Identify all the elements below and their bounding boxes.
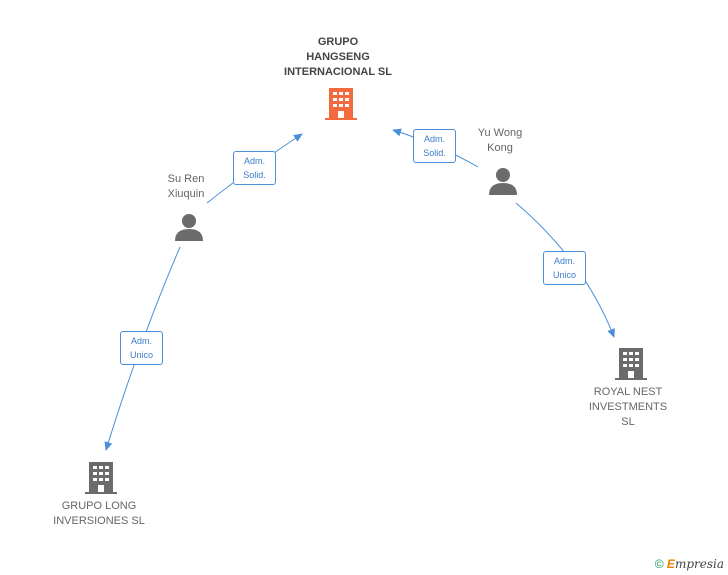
main-company-label[interactable]: GRUPO HANGSENG INTERNACIONAL SL <box>284 36 392 78</box>
edge-badge-yu-wong-main[interactable]: Adm. Solid. <box>413 129 456 163</box>
person-su-ren-label[interactable]: Su Ren Xiuquin <box>167 173 205 200</box>
edge-badge-su-ren-main[interactable]: Adm. Solid. <box>233 151 276 185</box>
copyright-icon: © <box>654 557 664 571</box>
person-icon[interactable] <box>488 166 518 196</box>
building-icon[interactable] <box>325 86 357 120</box>
company-royal-nest-label[interactable]: ROYAL NEST INVESTMENTS SL <box>588 386 668 428</box>
person-yu-wong-label[interactable]: Yu Wong Kong <box>477 127 523 154</box>
brand-name: mpresia <box>674 557 724 571</box>
empresia-logo: © Empresia <box>655 557 724 571</box>
person-icon[interactable] <box>174 212 204 242</box>
company-grupo-long-label[interactable]: GRUPO LONG INVERSIONES SL <box>53 500 145 527</box>
edge-badge-yu-wong-royal[interactable]: Adm. Unico <box>543 251 586 285</box>
edge-badge-su-ren-long[interactable]: Adm. Unico <box>120 331 163 365</box>
building-icon[interactable] <box>85 460 117 494</box>
building-icon[interactable] <box>615 346 647 380</box>
brand-initial: E <box>666 557 675 571</box>
